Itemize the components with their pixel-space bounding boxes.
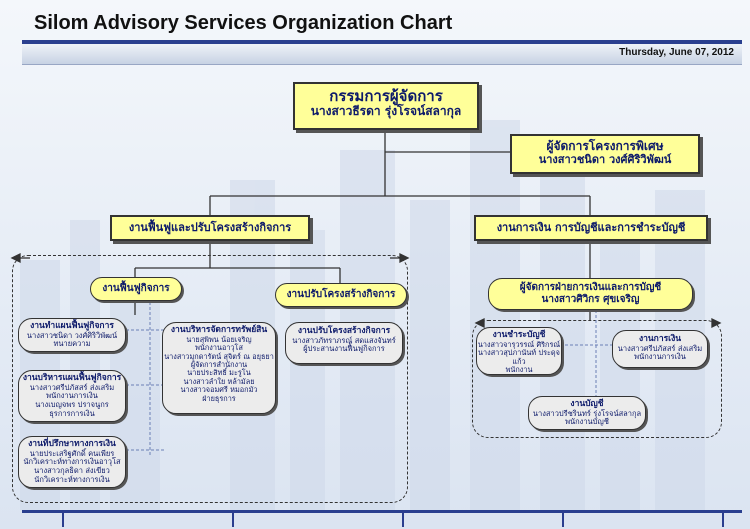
restructure-staff-title: งานปรับโครงสร้างกิจการ (297, 326, 391, 336)
plan-admin-title: งานบริหารแผนฟื้นฟูกิจการ (22, 373, 122, 383)
fin-advice-line: นักวิเคราะห์ทางการเงินอาวุโส (23, 457, 121, 467)
finance-group-frame (472, 320, 722, 438)
node-restructure: งานปรับโครงสร้างกิจการ (275, 283, 407, 307)
fin-advice-line: นักวิเคราะห์ทางการเงิน (34, 474, 110, 484)
liquidation-line: พนักงาน (505, 364, 533, 374)
finance-unit-line: พนักงานการเงิน (634, 352, 686, 362)
date-bar: Thursday, June 07, 2012 (22, 44, 742, 65)
header-bar (22, 40, 742, 44)
special-title: ผู้จัดการโครงการพิเศษ (546, 139, 664, 153)
rehab-title: งานฟื้นฟูกิจการ (102, 283, 170, 294)
footer-ticks (22, 513, 742, 527)
node-plan-making: งานทำแผนฟื้นฟูกิจการ นางสาวชนิดา วงศ์ศิร… (18, 318, 126, 352)
asset-line: พนักงานอาวุโส (195, 343, 243, 353)
node-accounting: งานบัญชี นางสาวปรีชรินทร์ รุ่งโรจน์สลากุ… (528, 396, 646, 430)
liquidation-title: งานชำระบัญชี (492, 330, 546, 340)
fin-advice-title: งานที่ปรึกษาทางการเงิน (28, 439, 116, 449)
special-name: นางสาวชนิดา วงศ์ศิริวิพัฒน์ (538, 152, 672, 166)
plan-admin-line: นางเบญจพร ปราจนูกร (35, 400, 109, 410)
plan-making-title: งานทำแผนฟื้นฟูกิจการ (30, 321, 114, 331)
node-finance-department: งานการเงิน การบัญชีและการชำระบัญชี (474, 215, 708, 241)
footer-tick (562, 513, 564, 527)
node-liquidation: งานชำระบัญชี นางสาวจารุวรรณ์ ศิริกรณ์ นา… (476, 327, 562, 375)
restructure-staff-line: ผู้ประสานงานฟื้นฟูกิจการ (303, 344, 385, 354)
accounting-title: งานบัญชี (570, 399, 604, 409)
liquidation-line: นางสาวสุปภานันท์ ประดุจแก้ว (478, 348, 560, 366)
footer-tick (62, 513, 64, 527)
asset-line: ผู้จัดการสำนักงาน (190, 359, 248, 369)
restructure-dept-title: งานฟื้นฟูและปรับโครงสร้างกิจการ (128, 221, 292, 234)
finance-dept-title: งานการเงิน การบัญชีและการชำระบัญชี (496, 221, 686, 234)
asset-line: นางสาวจอมศรี หมอกมัว (180, 385, 258, 395)
plan-admin-line: ธุรการการเงิน (49, 408, 95, 418)
finance-manager-name: นางสาวศิวิกร ศุขเจริญ (541, 293, 640, 305)
finance-unit-line: นางสาวศรีปภัสสร์ ส่งเสริม (617, 343, 703, 353)
fin-advice-line: นางสาวกุลธิดา ส่งเขียว (34, 466, 110, 476)
footer-tick (722, 513, 724, 527)
finance-manager-title: ผู้จัดการฝ่ายการเงินและการบัญชี (519, 282, 662, 293)
restructure-staff-line: นางสาวภัทราภรณ์ สดแสงจันทร์ (292, 335, 396, 345)
accounting-line: พนักงานบัญชี (565, 417, 609, 427)
accounting-line: นางสาวปรีชรินทร์ รุ่งโรจน์สลากุล (532, 408, 642, 418)
asset-line: นายประสิทธิ์ มะรูโน (187, 368, 251, 378)
finance-unit-title: งานการเงิน (638, 334, 682, 344)
node-rehabilitation: งานฟื้นฟูกิจการ (90, 277, 182, 301)
plan-making-line: ทนายความ (53, 339, 91, 349)
node-restructure-department: งานฟื้นฟูและปรับโครงสร้างกิจการ (110, 215, 310, 241)
asset-line: นางสาวมุกดารัตน์ สุจิตร์ ณ อยุธยา (164, 351, 274, 361)
ceo-title: กรรมการผู้จัดการ (329, 87, 443, 105)
node-ceo: กรรมการผู้จัดการ นางสาวธีรดา รุ่งโรจน์สล… (293, 82, 479, 130)
node-finance-manager: ผู้จัดการฝ่ายการเงินและการบัญชี นางสาวศิ… (488, 278, 693, 310)
plan-admin-line: พนักงานการเงิน (46, 391, 98, 401)
plan-making-line: นางสาวชนิดา วงศ์ศิริวิพัฒน์ (26, 330, 118, 340)
footer-tick (232, 513, 234, 527)
asset-title: งานบริหารจัดการทรัพย์สิน (170, 325, 268, 335)
ceo-name: นางสาวธีรดา รุ่งโรจน์สลากุล (310, 104, 462, 119)
node-financial-advisory: งานที่ปรึกษาทางการเงิน นายประเสริฐศักดิ์… (18, 436, 126, 488)
restructure-title: งานปรับโครงสร้างกิจการ (286, 289, 396, 300)
page-title: Silom Advisory Services Organization Cha… (34, 12, 453, 34)
asset-line: นายสุพิพน น้อยเจริญ (186, 334, 252, 344)
node-plan-admin: งานบริหารแผนฟื้นฟูกิจการ นางสาวศรีปภัสสร… (18, 370, 126, 422)
asset-line: ฝ่ายธุรการ (202, 393, 236, 403)
asset-line: นางสาวลำใย หล้ามัลย (183, 376, 255, 386)
liquidation-line: นางสาวจารุวรรณ์ ศิริกรณ์ (477, 339, 561, 349)
node-finance-unit: งานการเงิน นางสาวศรีปภัสสร์ ส่งเสริม พนั… (612, 330, 708, 368)
footer-tick (402, 513, 404, 527)
date-label: Thursday, June 07, 2012 (619, 47, 734, 58)
node-restructure-staff: งานปรับโครงสร้างกิจการ นางสาวภัทราภรณ์ ส… (285, 322, 403, 364)
node-special-project-manager: ผู้จัดการโครงการพิเศษ นางสาวชนิดา วงศ์ศิ… (510, 134, 700, 174)
fin-advice-line: นายประเสริฐศักดิ์ คนเพียร (29, 448, 115, 458)
node-asset-management: งานบริหารจัดการทรัพย์สิน นายสุพิพน น้อยเ… (162, 322, 276, 414)
plan-admin-line: นางสาวศรีปภัสสร์ ส่งเสริม (29, 382, 115, 392)
footer-bar (22, 510, 742, 513)
